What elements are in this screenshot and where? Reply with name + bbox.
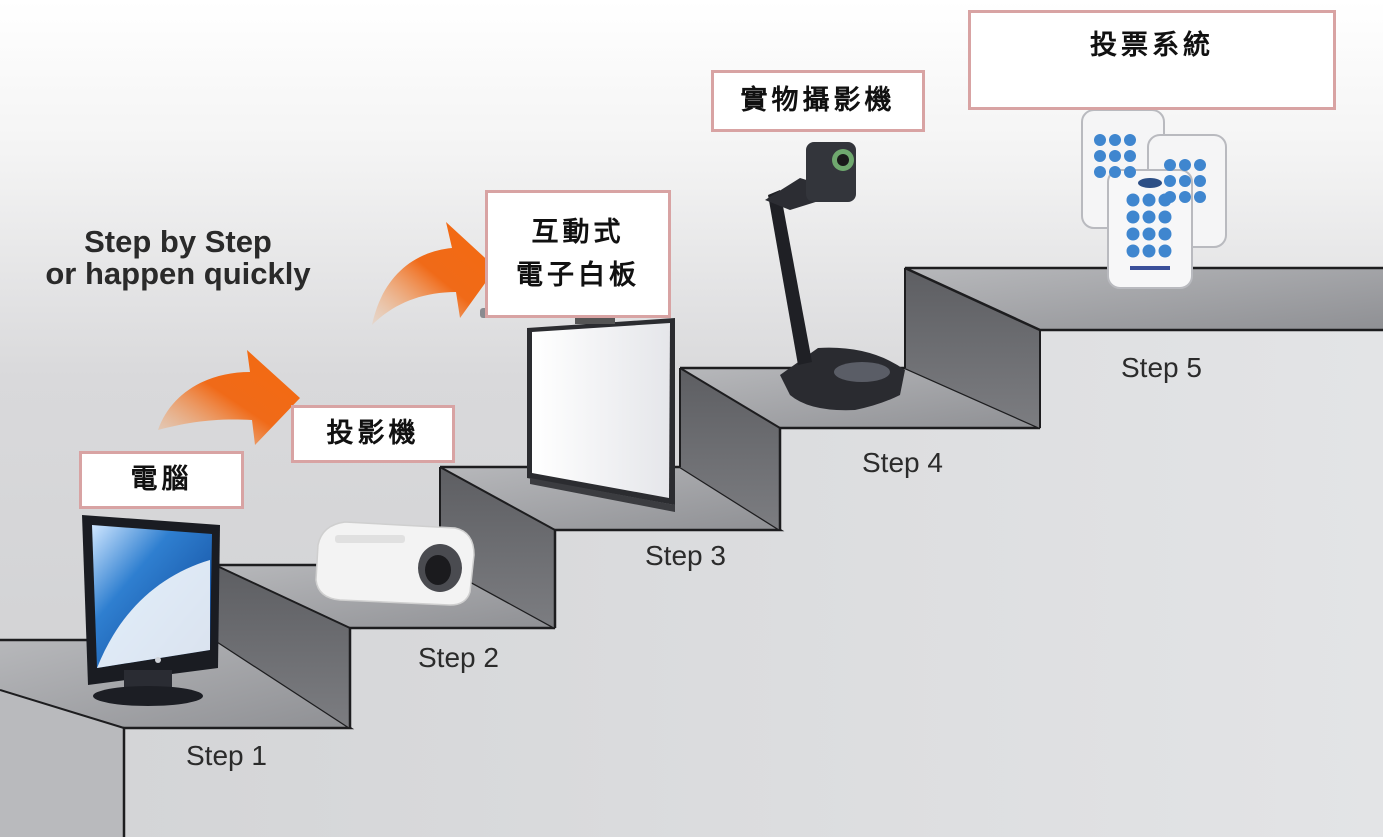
step-3-riser — [440, 467, 555, 628]
projector-icon — [315, 521, 475, 606]
voting-keypads-icon — [1081, 109, 1227, 289]
step-5-tread — [905, 268, 1383, 330]
document-camera-icon — [765, 142, 905, 411]
whiteboard-label-line-1: 互動式 — [531, 216, 625, 248]
document-camera-label-text: 實物攝影機 — [740, 85, 896, 117]
step-1-side — [0, 690, 124, 837]
step-4-label: Step 4 — [862, 447, 943, 478]
step-2-label: Step 2 — [418, 642, 499, 673]
voting-system-label: 投票系統 — [968, 10, 1336, 110]
tagline-line-2: or happen quickly — [45, 256, 311, 291]
whiteboard-icon — [480, 306, 675, 512]
monitor-icon — [82, 515, 220, 706]
document-camera-label: 實物攝影機 — [711, 70, 925, 132]
whiteboard-label: 互動式 電子白板 — [485, 190, 671, 318]
step-5-label: Step 5 — [1121, 352, 1202, 383]
step-1-label: Step 1 — [186, 740, 267, 771]
projector-label: 投影機 — [291, 405, 455, 463]
step-5-riser — [905, 268, 1040, 428]
projector-label-text: 投影機 — [326, 418, 420, 450]
tagline-line-1: Step by Step — [84, 224, 272, 259]
voting-system-label-text: 投票系統 — [1090, 30, 1214, 61]
computer-label-text: 電腦 — [130, 464, 193, 496]
computer-label: 電腦 — [79, 451, 244, 509]
orange-arrow-icon — [158, 350, 300, 445]
whiteboard-label-line-2: 電子白板 — [516, 260, 640, 291]
step-2-riser — [215, 565, 350, 728]
tagline: Step by Step or happen quickly — [8, 226, 348, 290]
step-3-label: Step 3 — [645, 540, 726, 571]
stair-front-walls — [124, 330, 1383, 837]
orange-arrow-icon — [372, 222, 496, 325]
step-4-riser — [680, 368, 780, 530]
